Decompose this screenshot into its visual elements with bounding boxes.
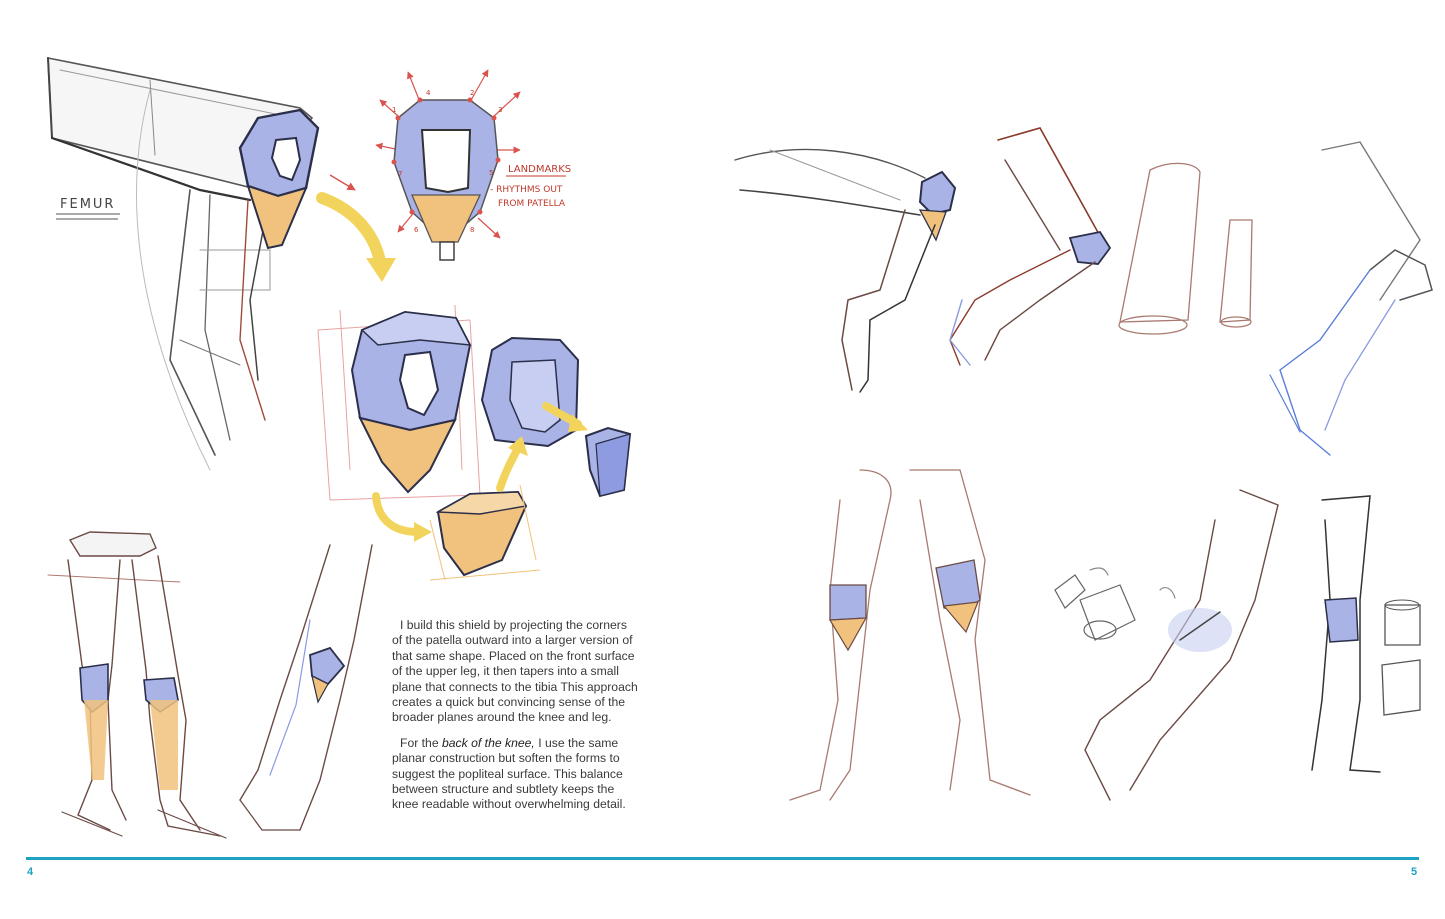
landmarks-label: LANDMARKS — [508, 164, 571, 175]
cylinder-forms-sketch — [1118, 162, 1253, 335]
right-page — [722, 0, 1445, 919]
paragraph-2-emphasis: back of the knee, — [442, 735, 535, 750]
page-number-left: 4 — [27, 866, 34, 878]
page-number-right: 5 — [1411, 866, 1418, 878]
landmark-num-7: 7 — [398, 170, 402, 178]
landmark-num-5: 5 — [489, 169, 493, 177]
landmark-num-2: 2 — [470, 89, 474, 97]
bent-leg-sketch-2 — [949, 127, 1112, 366]
femur-knee-shield — [238, 108, 356, 250]
bent-leg-sketch-1 — [734, 148, 957, 393]
landmark-num-1: 1 — [392, 106, 396, 114]
landmark-num-3: 3 — [498, 106, 502, 114]
flow-arrow-head-icon — [414, 522, 432, 542]
standing-leg-sketch — [1311, 495, 1421, 773]
paragraph-2-lead: For the — [400, 735, 442, 750]
side-leg-sketch — [239, 544, 373, 831]
shield-3d-construction — [317, 304, 632, 581]
flow-arrow-head-icon — [568, 414, 588, 432]
flow-arrow-head-icon — [508, 436, 528, 456]
walking-leg-sketch — [1084, 489, 1279, 801]
front-legs-sketch — [47, 531, 227, 839]
paragraph-2: For the back of the knee, I use the same… — [392, 736, 640, 813]
yellow-arrow-head-icon — [366, 258, 396, 282]
paragraph-2-rest: I use the same planar construction but s… — [392, 735, 626, 812]
patella-landmark-diagram: 1 2 3 4 5 6 7 8 — [375, 69, 521, 261]
body-text: I build this shield by projecting the co… — [392, 618, 640, 823]
bent-leg-sketch-3 — [1269, 141, 1433, 456]
landmark-num-8: 8 — [470, 226, 474, 234]
footer-rule — [26, 857, 1419, 860]
landmark-num-6: 6 — [414, 226, 419, 234]
femur-underline — [56, 213, 120, 220]
paragraph-1: I build this shield by projecting the co… — [392, 618, 638, 725]
landmark-num-4: 4 — [426, 89, 431, 97]
rhythms-label-2: FROM PATELLA — [498, 199, 566, 209]
yellow-arrow-icon — [316, 192, 386, 268]
rhythms-label-1: - RHYTHMS OUT — [490, 185, 563, 195]
small-cylinder-forms — [1054, 567, 1176, 641]
femur-label: FEMUR — [60, 197, 115, 212]
front-leg-sketch-right — [789, 469, 1031, 801]
